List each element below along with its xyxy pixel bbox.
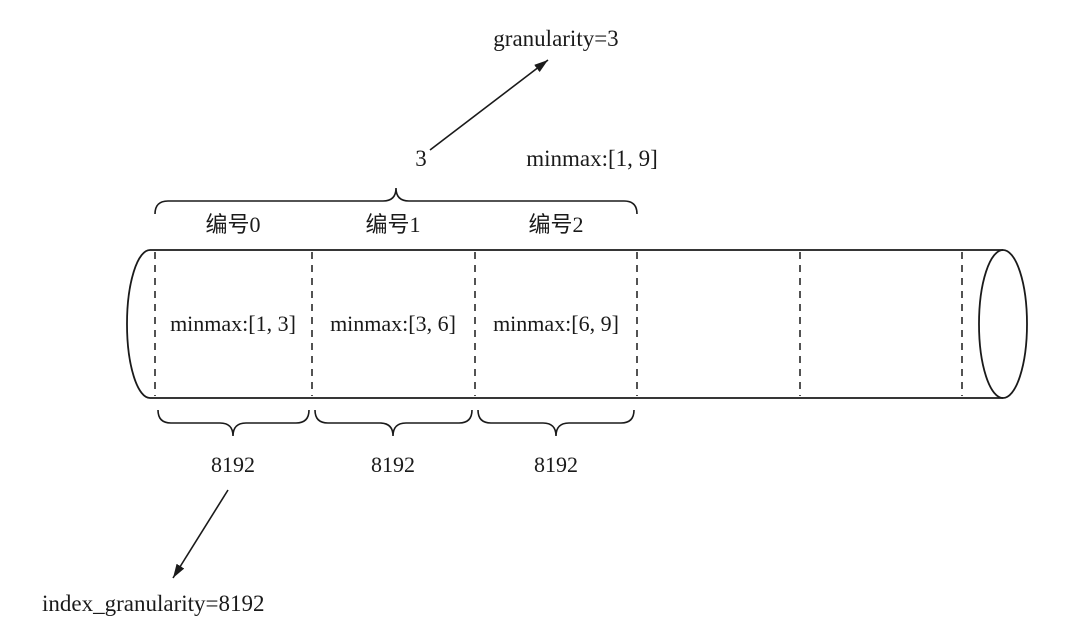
granularity-label: granularity=3 bbox=[493, 26, 619, 51]
segment-number-label: 编号0 bbox=[205, 212, 261, 237]
index-granularity-arrow bbox=[172, 489, 229, 579]
cylinder-left-cap bbox=[126, 249, 151, 399]
bottom-brace bbox=[157, 409, 310, 437]
granularity-arrow bbox=[429, 59, 549, 151]
segment-number-label: 编号2 bbox=[528, 212, 584, 237]
top-brace bbox=[154, 187, 638, 215]
segment-size-label: 8192 bbox=[534, 452, 578, 477]
segment-size-label: 8192 bbox=[371, 452, 415, 477]
segment-number-label: 编号1 bbox=[365, 212, 421, 237]
cylinder-right-cap bbox=[978, 249, 1028, 399]
index-granularity-label: index_granularity=8192 bbox=[42, 591, 265, 616]
segment-size-label: 8192 bbox=[211, 452, 255, 477]
segment-minmax-label: minmax:[1, 3] bbox=[170, 311, 296, 336]
bottom-brace bbox=[477, 409, 635, 437]
group-count-label: 3 bbox=[415, 146, 427, 171]
segment-minmax-label: minmax:[3, 6] bbox=[330, 311, 456, 336]
bottom-brace bbox=[314, 409, 473, 437]
group-minmax-label: minmax:[1, 9] bbox=[526, 146, 658, 171]
segment-minmax-label: minmax:[6, 9] bbox=[493, 311, 619, 336]
